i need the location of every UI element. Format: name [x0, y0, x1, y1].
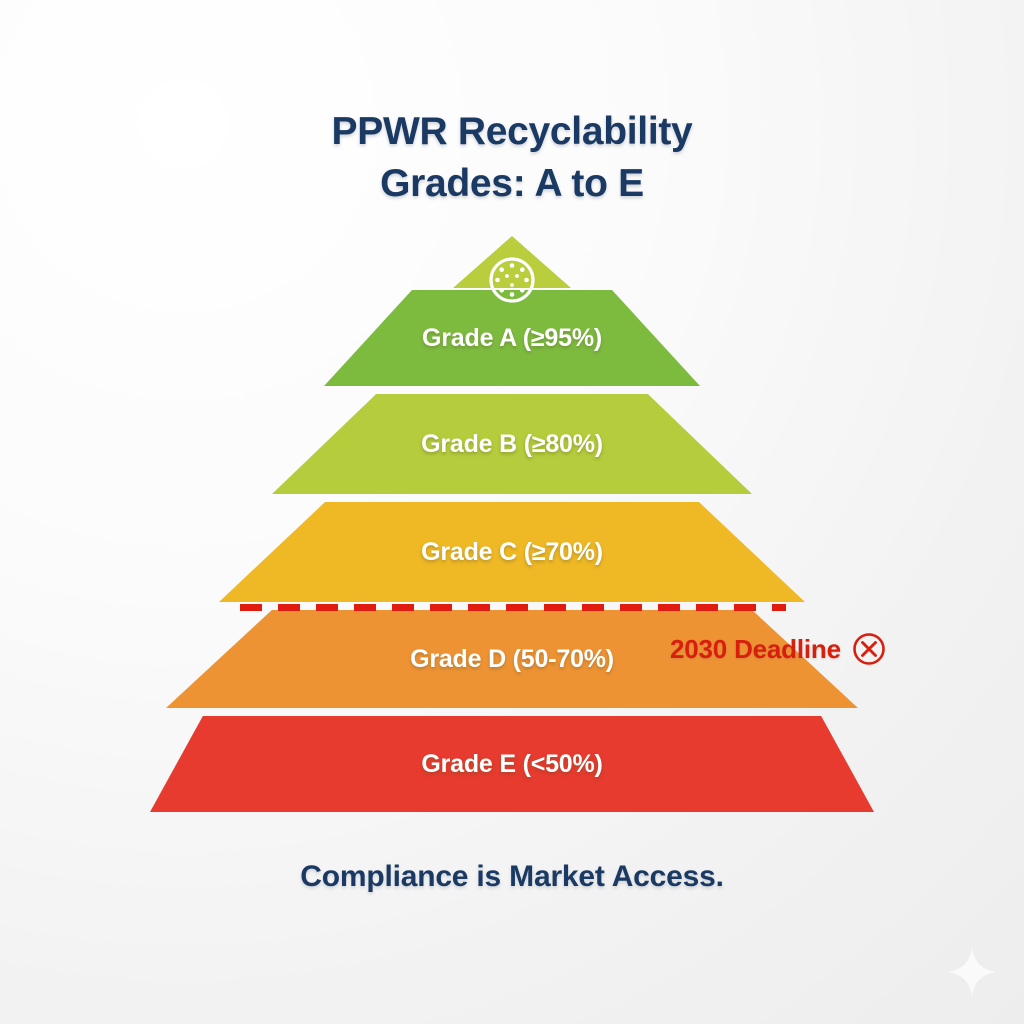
- deadline-dashed-line: [240, 604, 786, 611]
- band-label-grade-a: Grade A (≥95%): [422, 323, 602, 352]
- pyramid-band-grade-d[interactable]: Grade D (50-70%): [166, 610, 858, 708]
- eu-stars-circle-icon: [489, 257, 535, 303]
- deadline-label: 2030 Deadline: [670, 633, 841, 664]
- deadline-annotation[interactable]: 2030 Deadline: [670, 631, 887, 667]
- band-label-grade-b: Grade B (≥80%): [421, 429, 603, 458]
- footer-text: Compliance is Market Access.: [300, 860, 724, 893]
- circle-x-icon: [853, 633, 885, 665]
- band-label-grade-e: Grade E (<50%): [421, 749, 603, 778]
- pyramid-band-grade-b[interactable]: Grade B (≥80%): [272, 394, 752, 494]
- pyramid-band-grade-e[interactable]: Grade E (<50%): [150, 716, 874, 812]
- footer-tagline: Compliance is Market Access.: [0, 860, 1024, 894]
- four-point-star-icon: [948, 948, 996, 996]
- band-label-grade-c: Grade C (≥70%): [421, 537, 603, 566]
- pyramid-band-grade-c[interactable]: Grade C (≥70%): [219, 502, 805, 602]
- band-label-grade-d: Grade D (50-70%): [410, 644, 614, 673]
